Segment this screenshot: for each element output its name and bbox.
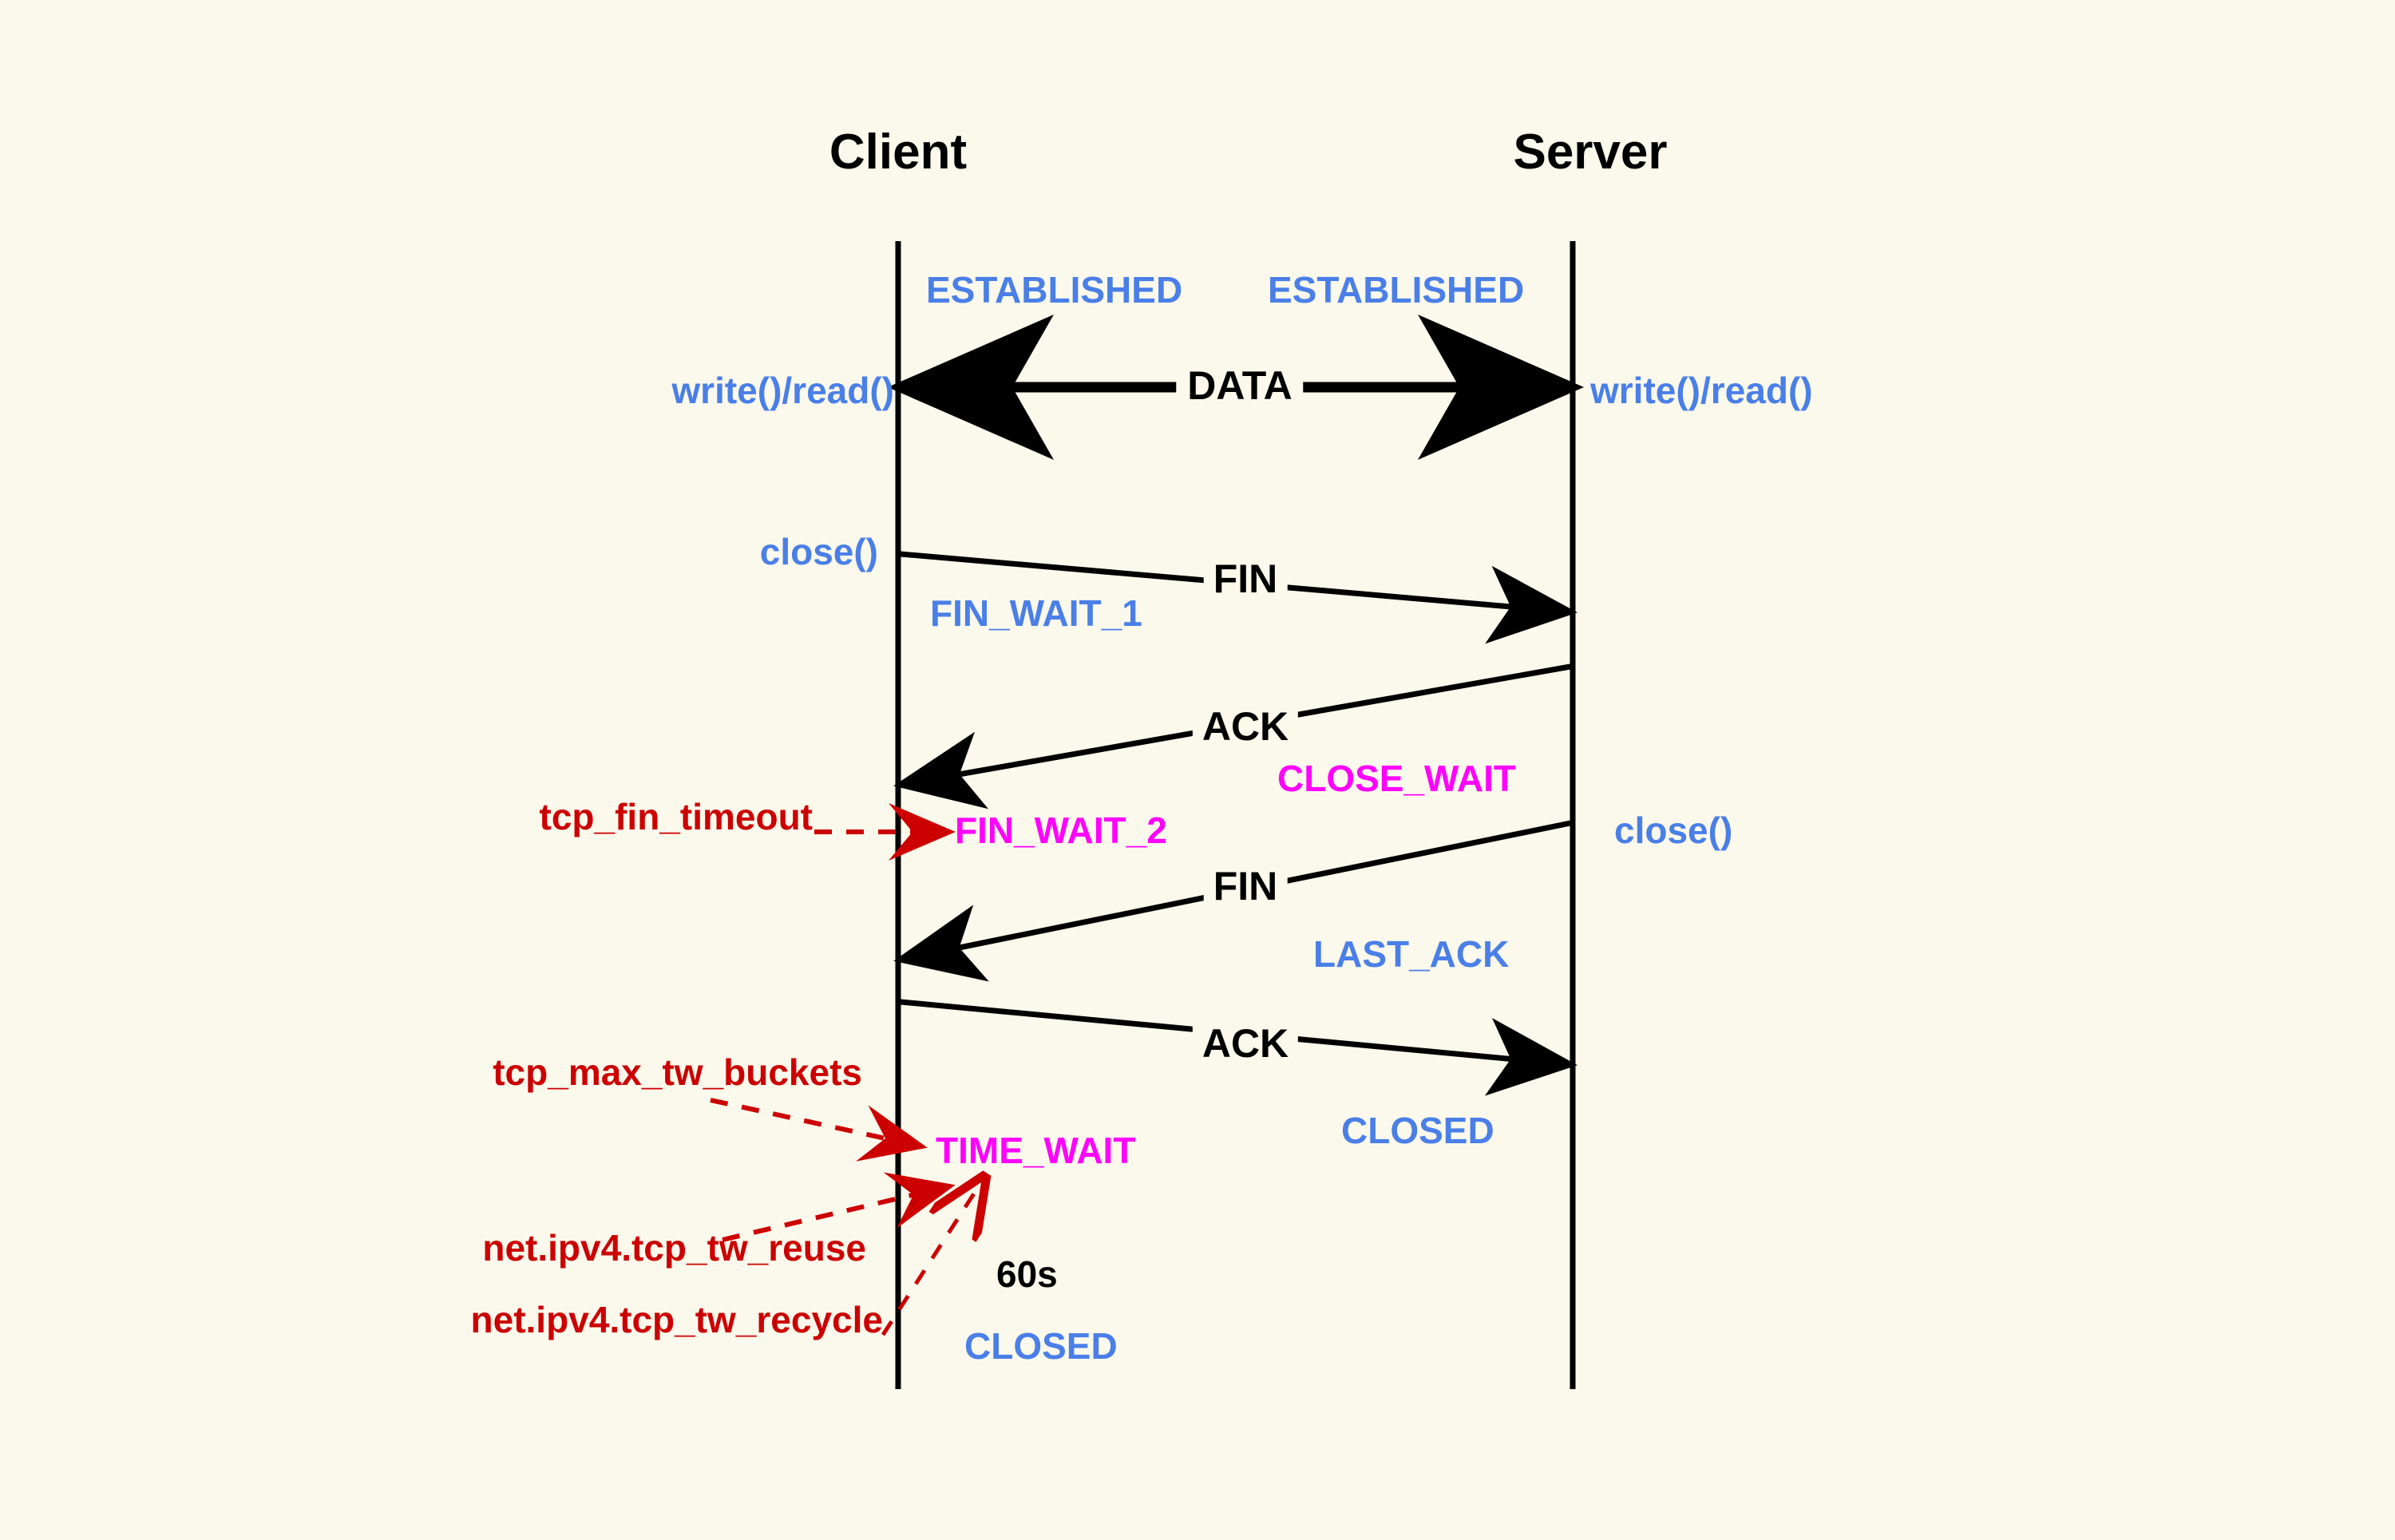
message-label-ack-2: ACK	[1192, 1023, 1299, 1063]
sysctl-label-tcp-max-tw-buckets: tcp_max_tw_buckets	[493, 1051, 862, 1093]
sysctl-label-tcp-tw-reuse: net.ipv4.tcp_tw_reuse	[482, 1227, 866, 1269]
state-client-fin-wait-1: FIN_WAIT_1	[930, 592, 1142, 634]
state-server-established: ESTABLISHED	[1268, 269, 1525, 311]
actor-title-client: Client	[829, 125, 968, 180]
state-client-fin-wait-2: FIN_WAIT_2	[955, 810, 1167, 851]
state-client-time-wait: TIME_WAIT	[936, 1130, 1136, 1171]
message-label-fin-2: FIN	[1203, 866, 1288, 906]
sysctl-label-tcp-tw-recycle: net.ipv4.tcp_tw_recycle	[470, 1299, 883, 1340]
sysctl-arrow-tcp-tw-recycle	[881, 1180, 983, 1336]
state-server-last-ack: LAST_ACK	[1313, 933, 1510, 975]
message-label-ack-1: ACK	[1192, 707, 1299, 746]
state-server-close-wait: CLOSE_WAIT	[1277, 758, 1517, 799]
sysctl-arrow-tcp-max-tw-buckets	[710, 1098, 928, 1162]
state-client-closed: CLOSED	[964, 1325, 1118, 1367]
api-call-client-write-read: write()/read()	[671, 370, 894, 411]
actor-title-server: Server	[1513, 125, 1668, 180]
state-server-closed: CLOSED	[1341, 1110, 1494, 1151]
timer-label-time-wait-duration: 60s	[996, 1253, 1058, 1295]
api-call-server-write-read: write()/read()	[1590, 370, 1813, 411]
state-client-established: ESTABLISHED	[926, 269, 1183, 311]
sysctl-arrow-tcp-tw-reuse	[722, 1172, 956, 1242]
api-call-server-close: close()	[1614, 810, 1733, 851]
api-call-client-close: close()	[759, 531, 878, 572]
message-label-fin-1: FIN	[1203, 559, 1288, 599]
message-label-data: DATA	[1176, 366, 1304, 406]
sysctl-label-tcp-fin-timeout: tcp_fin_timeout	[539, 796, 813, 837]
